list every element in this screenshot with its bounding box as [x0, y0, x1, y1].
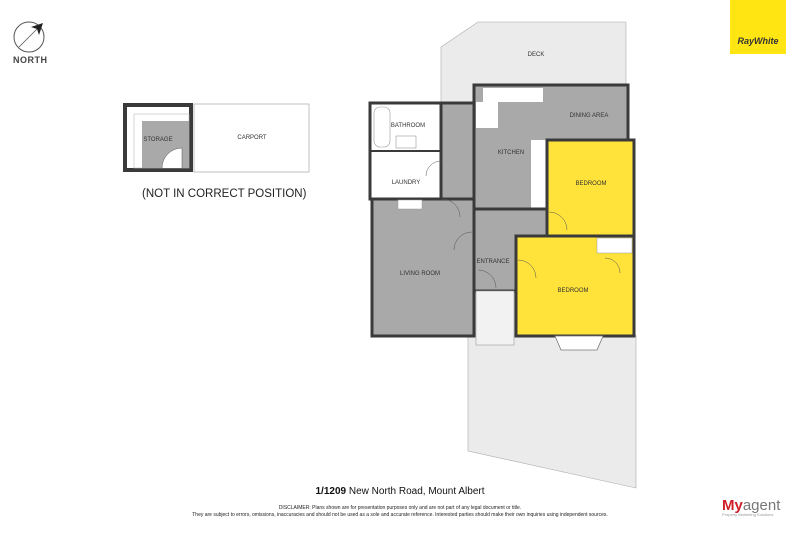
address: 1/1209 New North Road, Mount Albert — [0, 486, 800, 497]
north-arrow-icon — [13, 21, 45, 53]
bedroom-1 — [545, 138, 636, 238]
address-number: 1/1209 — [315, 486, 347, 497]
house: BATHROOM LAUNDRY KITCHEN DINING AREA BED… — [368, 83, 636, 351]
entrance-label: ENTRANCE — [476, 259, 509, 265]
bay-window — [554, 335, 604, 351]
living-room-label: LIVING ROOM — [400, 271, 440, 277]
disclaimer-line-1: DISCLAIMER: Plans shown are for presenta… — [278, 505, 522, 511]
not-in-position-note: (NOT IN CORRECT POSITION) — [142, 188, 307, 200]
porch — [475, 290, 515, 346]
storage-label: STORAGE — [143, 137, 172, 143]
bedroom-2-label: BEDROOM — [557, 288, 588, 294]
bathroom-label: BATHROOM — [391, 123, 425, 129]
north-label: NORTH — [13, 55, 48, 65]
dining-area-label: DINING AREA — [570, 113, 609, 119]
outbuilding: STORAGE CARPORT — [123, 103, 310, 173]
kitchen-label: KITCHEN — [498, 150, 524, 156]
carport-label: CARPORT — [237, 135, 267, 141]
deck-label: DECK — [528, 52, 545, 58]
laundry-label: LAUNDRY — [392, 180, 421, 186]
yard-area — [467, 334, 637, 489]
disclaimer-line-2: They are subject to errors, omissions, i… — [192, 512, 608, 518]
raywhite-logo: RayWhite — [730, 0, 786, 54]
address-street: New North Road, Mount Albert — [348, 486, 485, 497]
bedroom-1-label: BEDROOM — [575, 181, 606, 187]
